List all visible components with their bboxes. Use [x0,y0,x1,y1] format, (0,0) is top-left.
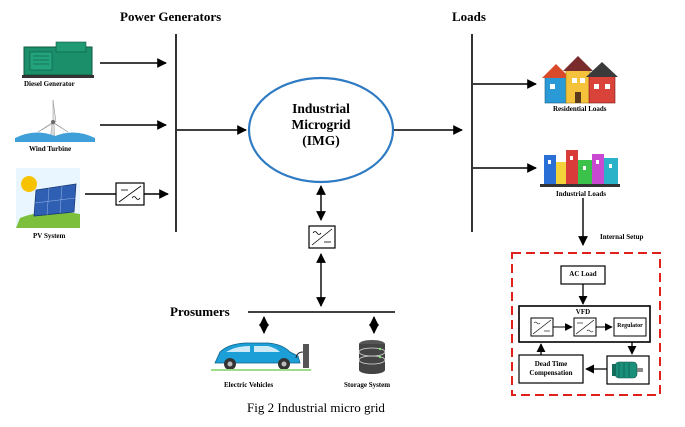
industrial-loads-label: Industrial Loads [556,190,606,198]
residential-loads-label: Residential Loads [553,105,607,113]
microgrid-line-3: (IMG) [302,133,340,148]
regulator-label: Regulator [617,323,643,329]
dead-time-block [518,354,584,384]
diesel-generator-icon [22,41,94,78]
rectifier-icon [530,317,554,337]
pv-converter-icon [115,182,145,206]
dead-time-label: Dead Time Compensation [519,360,583,378]
residential-loads-icon [542,56,618,104]
pv-system-label: PV System [33,232,66,240]
storage-system-icon [358,340,386,374]
figure-caption: Fig 2 Industrial micro grid [247,400,385,415]
prosumers-heading: Prosumers [170,304,230,319]
loads-heading: Loads [452,9,486,24]
microgrid-line-1: Industrial [292,101,350,116]
electric-vehicles-label: Electric Vehicles [224,381,274,389]
microgrid-title: Industrial Microgrid (IMG) [249,101,393,149]
prosumer-converter-icon [308,225,336,249]
diesel-generator-label: Diesel Generator [24,80,75,88]
motor-icon [612,361,643,379]
vfd-label: VFD [575,308,591,316]
power-generators-heading: Power Generators [120,9,222,24]
inverter-icon [573,317,597,337]
internal-setup-box [511,252,661,396]
regulator-block [613,317,647,337]
wind-turbine-label: Wind Turbine [29,145,72,153]
internal-setup-label: Internal Setup [600,233,644,241]
dead-time-line-2: Compensation [529,369,573,377]
dead-time-line-1: Dead Time [534,360,568,368]
pv-system-icon [16,168,80,228]
industrial-loads-icon [540,150,620,187]
storage-system-label: Storage System [344,381,391,389]
electric-vehicle-icon [211,342,311,371]
microgrid-ellipse [247,76,395,184]
wind-turbine-icon [15,99,95,142]
ac-load-label: AC Load [569,270,597,278]
microgrid-line-2: Microgrid [291,117,351,132]
